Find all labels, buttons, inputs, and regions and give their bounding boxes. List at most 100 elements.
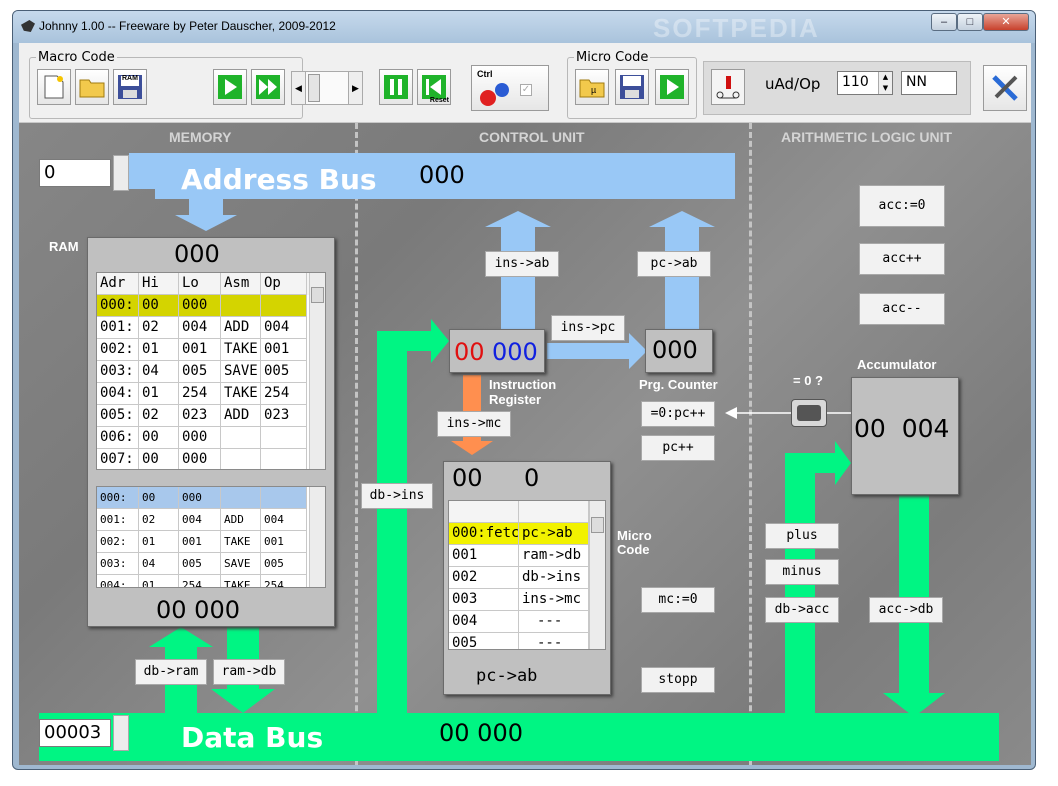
micro-grid[interactable]: 000:fetchpc->ab001ram->db002db->ins003in… (448, 500, 606, 650)
pause-button[interactable] (379, 69, 413, 105)
ram-row-cell: TAKE (221, 339, 261, 361)
tools-icon (992, 75, 1018, 101)
speed-slider[interactable]: ◀ ▶ (291, 71, 363, 105)
pc-ab-button[interactable]: pc->ab (637, 251, 711, 277)
ins-ab-stem (501, 261, 535, 333)
open-micro-button[interactable]: µ (575, 69, 609, 105)
ram-label: RAM (49, 239, 79, 254)
run-button[interactable] (213, 69, 247, 105)
acc-zero-button[interactable]: acc:=0 (859, 185, 945, 227)
plus-button[interactable]: plus (765, 523, 839, 549)
app-icon (21, 20, 35, 32)
ins-ab-arrow (485, 211, 551, 261)
data-input-button[interactable] (113, 715, 129, 751)
settings-button[interactable] (983, 65, 1027, 111)
address-input[interactable]: 0 (39, 159, 111, 187)
slider-right-arrow[interactable]: ▶ (348, 72, 362, 104)
micro-cell: 003 (449, 589, 519, 611)
micro-rows: 000:fetchpc->ab001ram->db002db->ins003in… (449, 523, 605, 649)
ram-scroll-thumb[interactable] (311, 287, 324, 303)
ram-row-2-cell: 004: (97, 575, 139, 587)
ram-row-cell: 004: (97, 383, 139, 405)
play-icon (218, 75, 242, 99)
close-button[interactable]: ✕ (983, 13, 1029, 31)
ram-row-2-cell: 00 (139, 487, 179, 509)
micro-scroll-thumb[interactable] (591, 517, 604, 533)
nn-field[interactable]: NN (901, 71, 957, 95)
new-file-button[interactable] (37, 69, 71, 105)
divider-memory-control (355, 123, 358, 765)
pc-inc-button[interactable]: pc++ (641, 435, 715, 461)
micro-current: pc->ab (476, 666, 538, 686)
save-micro-button[interactable] (615, 69, 649, 105)
control-toggle[interactable]: Ctrl ✓ (471, 65, 549, 111)
ram-row-cell: 002: (97, 339, 139, 361)
open-file-button[interactable] (75, 69, 109, 105)
fast-forward-button[interactable] (251, 69, 285, 105)
ram-row-2-cell: 02 (139, 509, 179, 531)
ins-ab-button[interactable]: ins->ab (485, 251, 559, 277)
address-input-button[interactable] (113, 155, 129, 191)
slider-left-arrow[interactable]: ◀ (292, 72, 306, 104)
control-checkbox[interactable]: ✓ (520, 84, 532, 96)
ram-db-button[interactable]: ram->db (213, 659, 285, 685)
reset-button[interactable]: Reset (417, 69, 451, 105)
ram-row-cell: 004 (261, 317, 307, 339)
slider-thumb[interactable] (308, 74, 320, 102)
uadop-label: uAd/Op (765, 75, 821, 93)
instruction-register: 00 000 (449, 329, 545, 373)
ins-mc-button[interactable]: ins->mc (437, 411, 511, 437)
micro-scrollbar[interactable] (589, 501, 605, 649)
ram-scrollbar-2[interactable] (309, 487, 325, 587)
ins-pc-button[interactable]: ins->pc (551, 315, 625, 341)
micro-cell: ram->db (519, 545, 589, 567)
ram-row-2-cell: 001 (261, 531, 307, 553)
ir-hi: 00 (454, 338, 485, 366)
micro-step-button[interactable] (655, 69, 689, 105)
zero-flag-led (797, 405, 821, 421)
mc-zero-button[interactable]: mc:=0 (641, 587, 715, 613)
ram-row-2-cell: 000 (179, 487, 221, 509)
micro-row[interactable]: 004--- (449, 611, 605, 633)
maximize-button[interactable]: □ (957, 13, 983, 31)
save-ram-button[interactable]: RAM (113, 69, 147, 105)
db-ins-button[interactable]: db->ins (361, 483, 433, 509)
uadop-spinner[interactable]: 110 ▲▼ (837, 71, 893, 95)
stopp-button[interactable]: stopp (641, 667, 715, 693)
spinner-arrows[interactable]: ▲▼ (878, 72, 892, 94)
db-acc-button[interactable]: db->acc (765, 597, 839, 623)
accumulator-value: 00 004 (854, 414, 950, 443)
micro-row[interactable]: 005--- (449, 633, 605, 649)
acc-db-button[interactable]: acc->db (869, 597, 943, 623)
record-micro-button[interactable] (711, 69, 745, 105)
micro-row[interactable]: 000:fetchpc->ab (449, 523, 605, 545)
zero-pc-button[interactable]: =0:pc++ (641, 401, 715, 427)
data-input[interactable]: 00003 (39, 719, 111, 747)
acc-dec-button[interactable]: acc-- (859, 293, 945, 325)
window-title: Johnny 1.00 -- Freeware by Peter Dausche… (39, 19, 336, 33)
minus-button[interactable]: minus (765, 559, 839, 585)
acc-inc-button[interactable]: acc++ (859, 243, 945, 275)
db-ram-button[interactable]: db->ram (135, 659, 207, 685)
ram-row-cell: 001: (97, 317, 139, 339)
minimize-button[interactable]: – (931, 13, 957, 31)
ram-scrollbar[interactable] (309, 273, 325, 469)
